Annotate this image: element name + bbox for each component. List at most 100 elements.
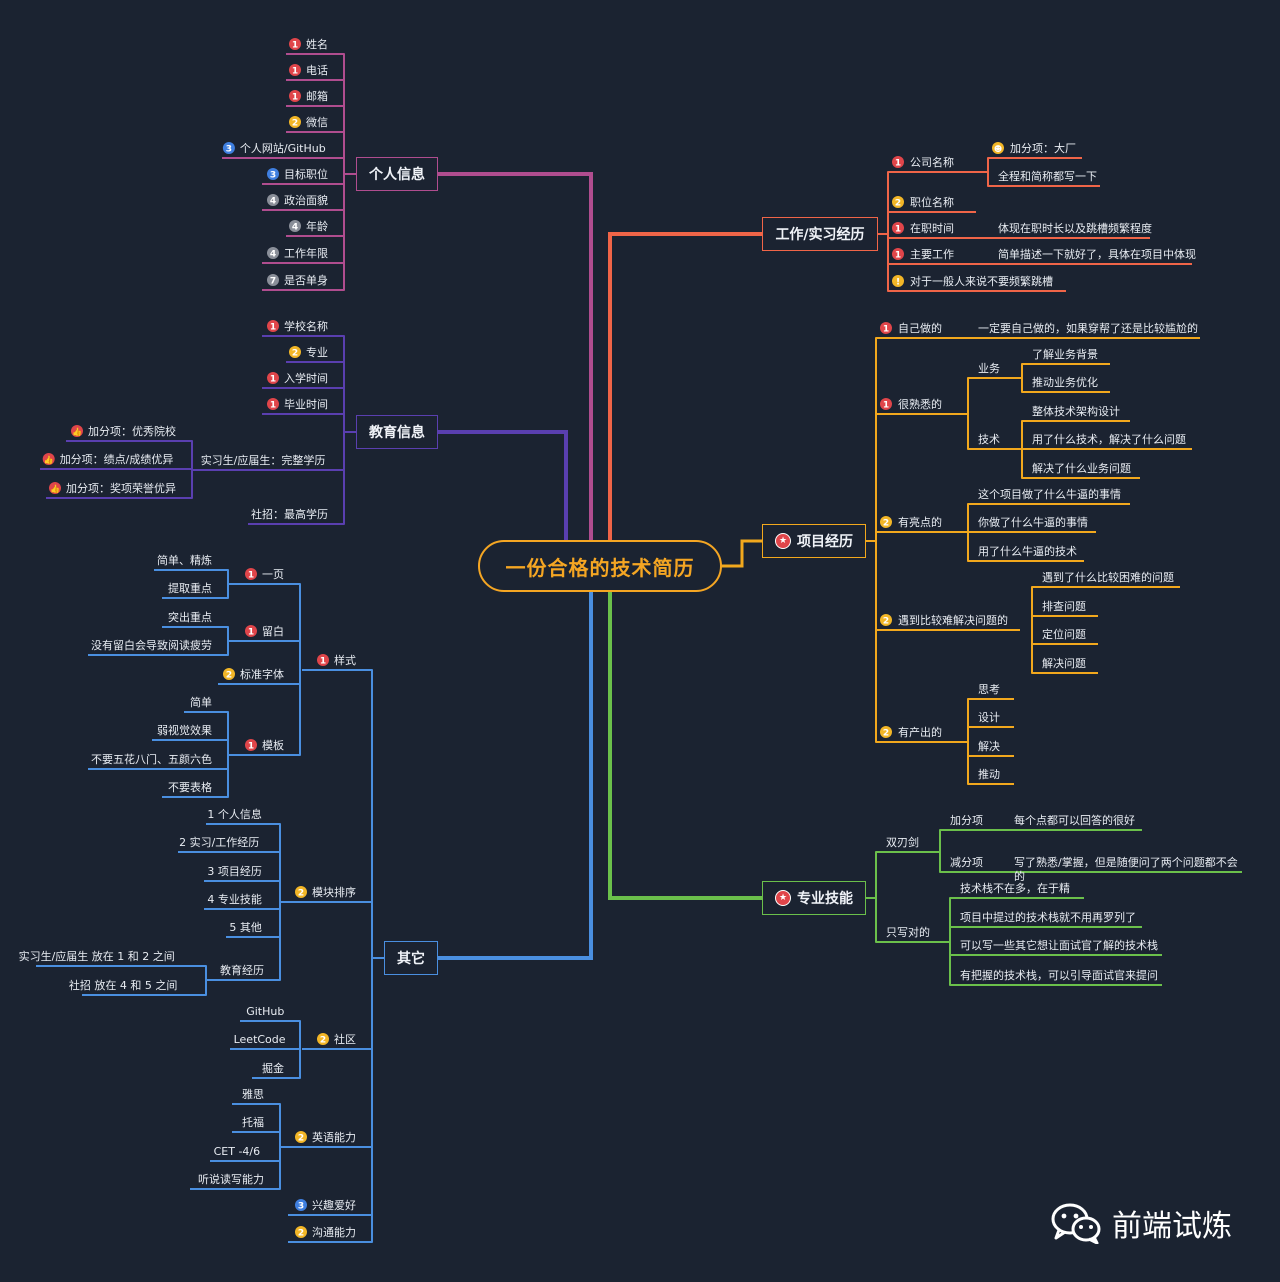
topic-node[interactable]: 全程和简称都写一下 — [998, 169, 1097, 183]
topic-node[interactable]: 社招：最高学历 — [251, 507, 328, 521]
topic-node[interactable]: 1 个人信息 — [207, 807, 262, 821]
topic-node[interactable]: 遇到了什么比较困难的问题 — [1042, 570, 1174, 584]
topic-node[interactable]: 定位问题 — [1042, 627, 1086, 641]
topic-node[interactable]: !对于一般人来说不要频繁跳槽 — [892, 274, 1053, 288]
root-topic[interactable]: 一份合格的技术简历 — [478, 540, 722, 592]
topic-node[interactable]: 你做了什么牛逼的事情 — [978, 515, 1088, 529]
topic-node[interactable]: 解决了什么业务问题 — [1032, 461, 1131, 475]
topic-node[interactable]: 加分项 — [950, 814, 983, 827]
topic-node[interactable]: 项目中提过的技术栈就不用再罗列了 — [960, 910, 1136, 924]
topic-node[interactable]: LeetCode — [234, 1033, 286, 1046]
topic-node[interactable]: 业务 — [978, 362, 1000, 375]
topic-node[interactable]: 了解业务背景 — [1032, 347, 1098, 361]
topic-node[interactable]: 一定要自己做的，如果穿帮了还是比较尴尬的 — [978, 321, 1198, 335]
topic-node[interactable]: 托福 — [242, 1115, 264, 1129]
topic-node[interactable]: 👍加分项：绩点/成绩优异 — [42, 453, 174, 466]
topic-node[interactable]: CET -4/6 — [214, 1145, 261, 1158]
topic-node[interactable]: 简单、精炼 — [157, 553, 212, 567]
topic-node[interactable]: 教育经历 — [220, 963, 264, 977]
topic-node[interactable]: 有把握的技术栈，可以引导面试官来提问 — [960, 968, 1158, 982]
topic-node[interactable]: 实习生/应届生 放在 1 和 2 之间 — [19, 949, 175, 963]
topic-node[interactable]: 只写对的 — [886, 925, 930, 939]
topic-node[interactable]: 每个点都可以回答的很好 — [1014, 813, 1135, 827]
topic-node[interactable]: 2 实习/工作经历 — [179, 835, 259, 849]
topic-node[interactable]: 👍加分项：奖项荣誉优异 — [49, 481, 176, 495]
topic-node[interactable]: 不要表格 — [168, 780, 212, 794]
topic-node[interactable]: 5 其他 — [229, 921, 262, 934]
topic-node[interactable]: ☻加分项：大厂 — [992, 141, 1076, 155]
topic-node[interactable]: 这个项目做了什么牛逼的事情 — [978, 487, 1121, 501]
topic-node[interactable]: 4 专业技能 — [207, 892, 262, 906]
topic-node[interactable]: 用了什么牛逼的技术 — [978, 544, 1077, 558]
branch-personal[interactable]: 个人信息 — [356, 157, 438, 191]
topic-node[interactable]: 简单 — [190, 695, 212, 709]
topic-node[interactable]: 解决 — [978, 739, 1000, 753]
topic-node[interactable]: GitHub — [246, 1005, 284, 1018]
topic-node[interactable]: 解决问题 — [1042, 656, 1086, 670]
topic-node[interactable]: 社招 放在 4 和 5 之间 — [69, 978, 177, 992]
topic-node[interactable]: 提取重点 — [168, 581, 212, 595]
branch-project[interactable]: ★项目经历 — [762, 524, 866, 558]
topic-node[interactable]: 实习生/应届生：完整学历 — [201, 453, 326, 467]
topic-node[interactable]: 用了什么技术，解决了什么问题 — [1032, 432, 1186, 446]
branch-work[interactable]: 工作/实习经历 — [762, 217, 878, 251]
topic-node[interactable]: 突出重点 — [168, 610, 212, 624]
branch-education[interactable]: 教育信息 — [356, 415, 438, 449]
topic-node[interactable]: 推动 — [978, 767, 1000, 781]
topic-node[interactable]: 没有留白会导致阅读疲劳 — [91, 638, 212, 652]
topic-node[interactable]: 技术 — [978, 433, 1000, 446]
topic-node[interactable]: 简单描述一下就好了，具体在项目中体现 — [998, 247, 1196, 261]
topic-node[interactable]: 雅思 — [242, 1087, 264, 1101]
topic-node[interactable]: 不要五花八门、五颜六色 — [91, 752, 212, 766]
topic-node[interactable]: 听说读写能力 — [198, 1172, 264, 1186]
topic-node[interactable]: 掘金 — [262, 1061, 284, 1075]
topic-node[interactable]: 整体技术架构设计 — [1032, 404, 1120, 418]
topic-node[interactable]: 弱视觉效果 — [157, 723, 212, 737]
topic-node[interactable]: 3 项目经历 — [207, 865, 262, 878]
branch-other[interactable]: 其它 — [384, 941, 438, 975]
topic-node[interactable]: 可以写一些其它想让面试官了解的技术栈 — [960, 938, 1158, 952]
topic-node[interactable]: 双刃剑 — [886, 835, 919, 849]
topic-node[interactable]: 推动业务优化 — [1032, 375, 1098, 389]
topic-node[interactable]: 👍加分项：优秀院校 — [71, 424, 176, 438]
topic-node[interactable]: 排查问题 — [1042, 599, 1086, 613]
topic-node[interactable]: 思考 — [978, 683, 1000, 696]
branch-skills[interactable]: ★专业技能 — [762, 881, 866, 915]
topic-node[interactable]: 减分项 — [950, 856, 983, 869]
topic-node[interactable]: 技术栈不在多，在于精 — [960, 881, 1070, 895]
topic-node[interactable]: 体现在职时长以及跳槽频繁程度 — [998, 221, 1152, 235]
topic-node[interactable]: 设计 — [978, 711, 1000, 724]
